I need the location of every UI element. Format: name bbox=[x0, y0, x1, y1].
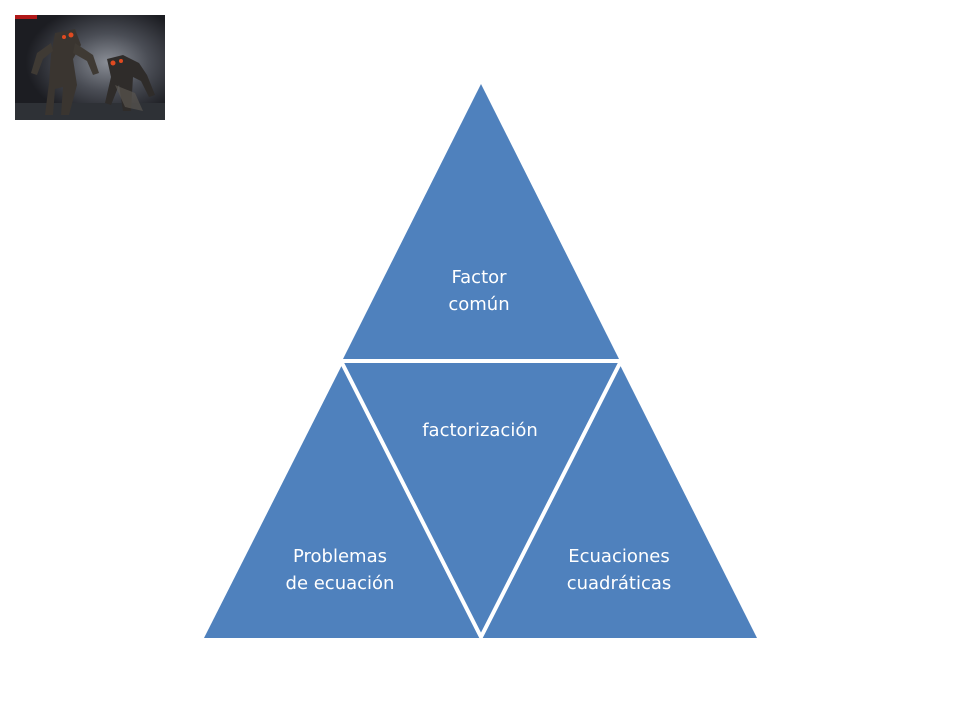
top-label-line1: Factor bbox=[451, 267, 507, 288]
triangle-center bbox=[337, 359, 625, 642]
right-label-line2: cuadráticas bbox=[567, 573, 672, 594]
left-label-line1: Problemas bbox=[293, 546, 387, 567]
triangle-left bbox=[204, 363, 482, 638]
triangle-right bbox=[480, 363, 757, 638]
top-label-line2: común bbox=[448, 294, 509, 315]
left-label-line2: de ecuación bbox=[286, 573, 395, 594]
center-label: factorización bbox=[422, 420, 538, 441]
triangle-top bbox=[343, 84, 619, 359]
robot-creatures-image bbox=[15, 15, 165, 120]
right-label-line1: Ecuaciones bbox=[568, 546, 669, 567]
